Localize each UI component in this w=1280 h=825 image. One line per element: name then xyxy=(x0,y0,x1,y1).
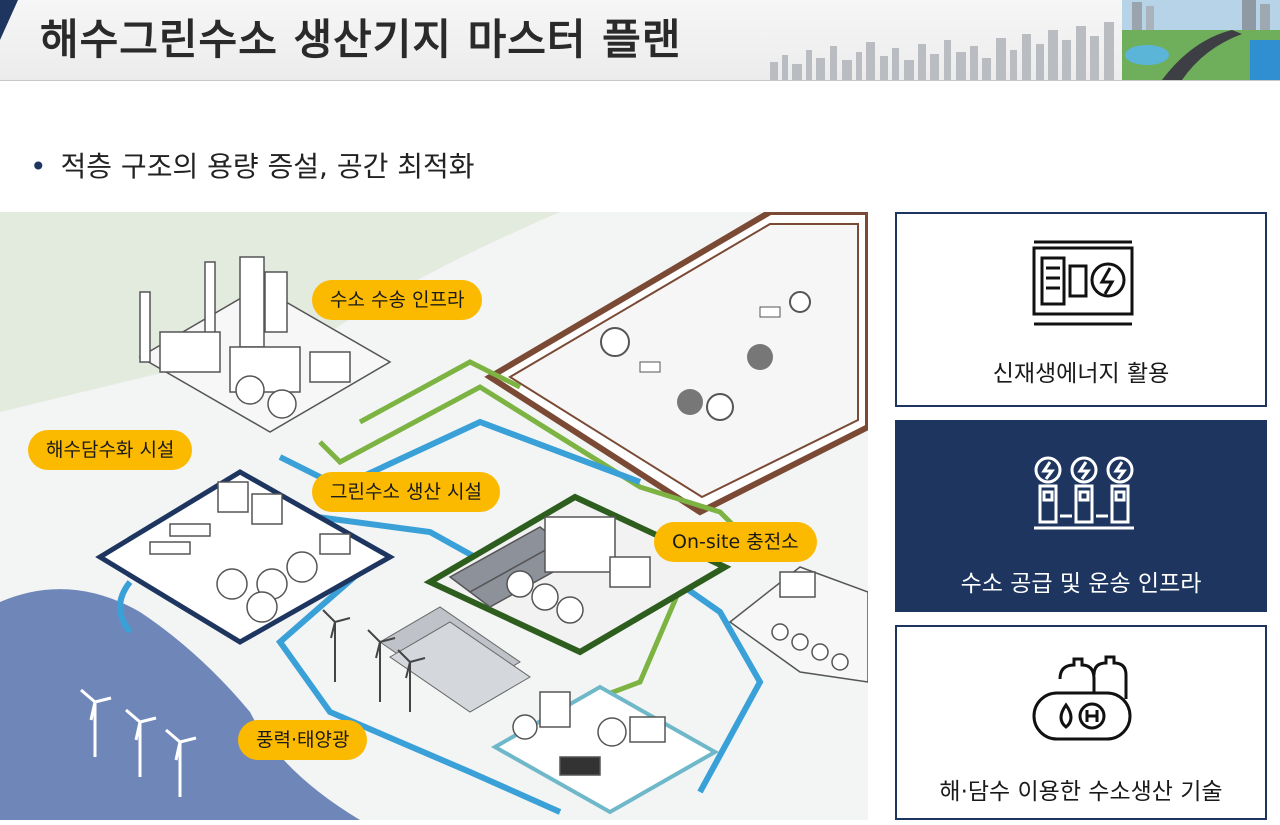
green-hydrogen-plant xyxy=(423,493,732,656)
bullet-point: • 적층 구조의 용량 증설, 공간 최적화 xyxy=(30,145,475,185)
label-hydrogen-production: 그린수소 생산 시설 xyxy=(312,472,500,512)
generator-icon xyxy=(1032,240,1134,326)
hydrogen-station-icon xyxy=(1034,456,1134,530)
wind-turbines-land xyxy=(322,609,426,712)
power-plant xyxy=(138,256,392,433)
city-skyline-graphic xyxy=(770,22,1114,80)
header-bar: 해수그린수소 생산기지 마스터 플랜 xyxy=(0,0,1280,81)
desalination-plant xyxy=(95,469,396,645)
card-seawater-hydrogen: 해·담수 이용한 수소생산 기술 xyxy=(895,625,1267,820)
card-hydrogen-supply-text: 수소 공급 및 운송 인프라 xyxy=(960,571,1202,597)
solar-farm xyxy=(379,606,531,713)
card-hydrogen-supply: 수소 공급 및 운송 인프라 xyxy=(895,420,1267,612)
card-renewable-energy-text: 신재생에너지 활용 xyxy=(992,361,1170,387)
page-title: 해수그린수소 생산기지 마스터 플랜 xyxy=(40,15,682,64)
label-onsite-station: On-site 충전소 xyxy=(654,522,817,562)
park-area xyxy=(484,209,871,516)
label-wind-solar: 풍력·태양광 xyxy=(238,720,368,760)
sea-area xyxy=(0,589,360,820)
card-seawater-hydrogen-text: 해·담수 이용한 수소생산 기술 xyxy=(939,779,1223,805)
header-accent xyxy=(0,0,18,40)
wind-turbines-offshore xyxy=(80,688,197,797)
card-renewable-energy: 신재생에너지 활용 xyxy=(895,212,1267,407)
bullet-text: 적층 구조의 용량 증설, 공간 최적화 xyxy=(60,150,475,183)
eco-city-photo xyxy=(1122,0,1280,80)
industrial-area xyxy=(490,684,720,815)
hydrogen-tank-icon xyxy=(1032,655,1132,741)
label-hydrogen-transport: 수소 수송 인프라 xyxy=(312,280,483,320)
master-plan-diagram: 수소 수송 인프라 해수담수화 시설 그린수소 생산 시설 On-site 충전… xyxy=(0,209,871,820)
bullet-dot: • xyxy=(30,150,47,183)
label-desalination: 해수담수화 시설 xyxy=(28,430,193,470)
charging-station xyxy=(728,566,869,683)
